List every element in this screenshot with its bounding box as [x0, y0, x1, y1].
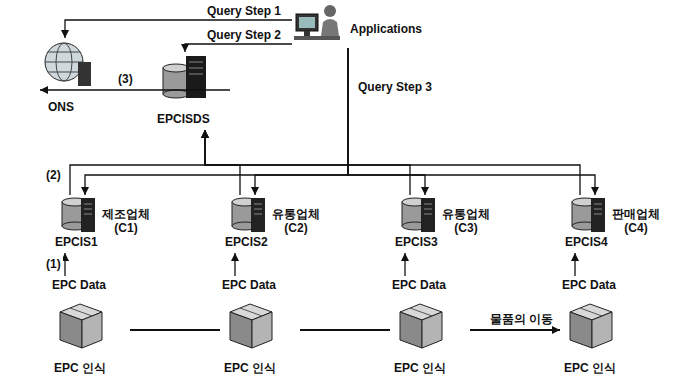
- node-label: Applications: [350, 22, 422, 36]
- node-label: EPC 인식: [394, 361, 446, 375]
- edge-label: (1): [44, 257, 63, 271]
- node-label: EPCIS3: [395, 235, 438, 249]
- node-label: EPCIS2: [225, 235, 268, 249]
- query-arrow: [348, 48, 595, 195]
- epc-data-node: EPC Data: [220, 276, 290, 296]
- epcis-node: EPCIS4판매업체 (C4): [565, 195, 669, 253]
- epcis-node: EPCIS1제조업체 (C1): [55, 195, 159, 253]
- node-label: EPCISDS: [157, 112, 210, 126]
- edge-label: (2): [44, 168, 63, 182]
- epcis-node: EPCIS3유통업체 (C3): [395, 195, 499, 253]
- node-label: EPC 인식: [224, 361, 276, 375]
- node-label: EPC Data: [52, 278, 106, 292]
- capture-arrow: [574, 253, 575, 276]
- movement-arrow: [300, 329, 390, 331]
- epcis-node: EPCIS2유통업체 (C2): [225, 195, 329, 253]
- edge-label: Query Step 2: [205, 28, 283, 42]
- database-icon: [232, 198, 265, 232]
- epc-data-node: EPC Data: [560, 276, 630, 296]
- capture-arrow: [64, 253, 65, 276]
- epc-read-node: EPC 인식: [560, 300, 640, 380]
- company-label: 유통업체 (C3): [437, 207, 495, 235]
- node-label: EPCIS4: [565, 235, 608, 249]
- edge-label: Query Step 1: [205, 4, 283, 18]
- epc-read-node: EPC 인식: [50, 300, 130, 380]
- globe-icon: [45, 43, 91, 86]
- movement-arrow: [130, 329, 220, 331]
- database-icon: [62, 198, 95, 232]
- register-arrow: [205, 130, 410, 195]
- box-icon: [400, 304, 442, 348]
- movement-arrow: [470, 329, 560, 331]
- edge-label: 물품의 이동: [488, 312, 555, 326]
- box-icon: [230, 304, 272, 348]
- node-label: EPC Data: [562, 278, 616, 292]
- epc-read-node: EPC 인식: [390, 300, 470, 380]
- database-icon: [572, 198, 605, 232]
- epc-data-node: EPC Data: [50, 276, 120, 296]
- epcisds-node: EPCISDS: [155, 52, 230, 130]
- company-label: 유통업체 (C2): [267, 207, 325, 235]
- lookup-arrow: [40, 89, 230, 90]
- ons-node: ONS: [40, 38, 100, 118]
- node-label: EPC Data: [222, 278, 276, 292]
- box-icon: [570, 304, 612, 348]
- node-label: EPC Data: [392, 278, 446, 292]
- node-label: EPC 인식: [564, 361, 616, 375]
- query-arrow: [255, 48, 348, 195]
- box-icon: [60, 304, 102, 348]
- node-label: ONS: [48, 100, 74, 114]
- server-icon: [163, 56, 206, 98]
- register-arrow: [205, 130, 580, 195]
- node-label: EPC 인식: [54, 361, 106, 375]
- application-node: Applications: [292, 0, 427, 48]
- capture-arrow: [404, 253, 405, 276]
- capture-arrow: [234, 253, 235, 276]
- epc-read-node: EPC 인식: [220, 300, 300, 380]
- register-arrow: [205, 130, 240, 195]
- database-icon: [402, 198, 435, 232]
- edge-label: Query Step 3: [356, 80, 434, 94]
- query-arrow: [348, 48, 425, 195]
- edge-label: (3): [116, 72, 135, 86]
- query-arrow: [185, 44, 292, 52]
- company-label: 판매업체 (C4): [607, 207, 665, 235]
- user-icon: [294, 5, 340, 40]
- query-arrow: [85, 48, 348, 195]
- node-label: EPCIS1: [55, 235, 98, 249]
- register-arrow: [70, 130, 205, 195]
- company-label: 제조업체 (C1): [97, 207, 155, 235]
- epc-data-node: EPC Data: [390, 276, 460, 296]
